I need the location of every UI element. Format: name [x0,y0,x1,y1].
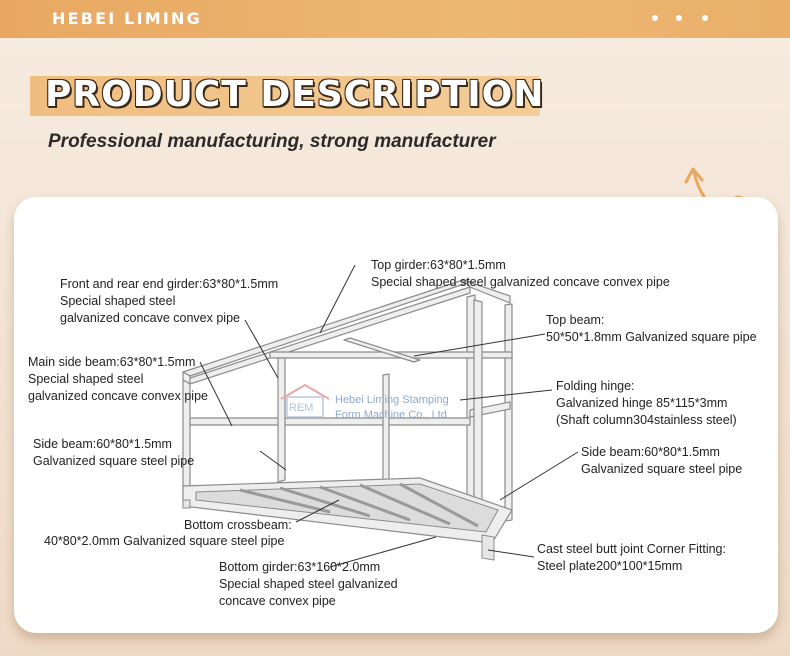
description-card [14,197,778,633]
label-side-beam-left: Side beam:60*80*1.5mm Galvanized square … [33,437,195,468]
label-front-rear-girder: Front and rear end girder:63*80*1.5mm Sp… [60,277,279,325]
page-title: PRODUCT DESCRIPTION [45,74,545,115]
label-folding-hinge: Folding hinge: Galvanized hinge 85*115*3… [556,379,737,427]
label-corner-fitting: Cast steel butt joint Corner Fitting: St… [537,542,726,573]
title-banner [30,76,540,116]
brand-name: HEBEI LIMING [52,9,202,28]
label-bottom-crossbeam-spec: 40*80*2.0mm Galvanized square steel pipe [44,534,285,548]
watermark-logo: REM [280,383,330,418]
label-bottom-girder: Bottom girder:63*160*2.0mm Special shape… [219,560,398,608]
label-main-side-beam: Main side beam:63*80*1.5mm Special shape… [28,355,208,403]
svg-text:REM: REM [289,402,313,414]
label-top-girder: Top girder:63*80*1.5mm Special shaped st… [371,258,670,289]
label-top-beam: Top beam: 50*50*1.8mm Galvanized square … [546,313,757,344]
label-side-beam-right: Side beam:60*80*1.5mm Galvanized square … [581,445,743,476]
page-subtitle: Professional manufacturing, strong manuf… [48,131,496,152]
label-bottom-crossbeam-title: Bottom crossbeam: [184,518,292,532]
header-bar: HEBEI LIMING [0,0,790,38]
more-dots-icon[interactable] [648,12,718,24]
watermark-line-2: Form Machine Co., Ltd [335,409,447,421]
watermark-line-1: Hebei Liming Stamping [335,394,449,406]
